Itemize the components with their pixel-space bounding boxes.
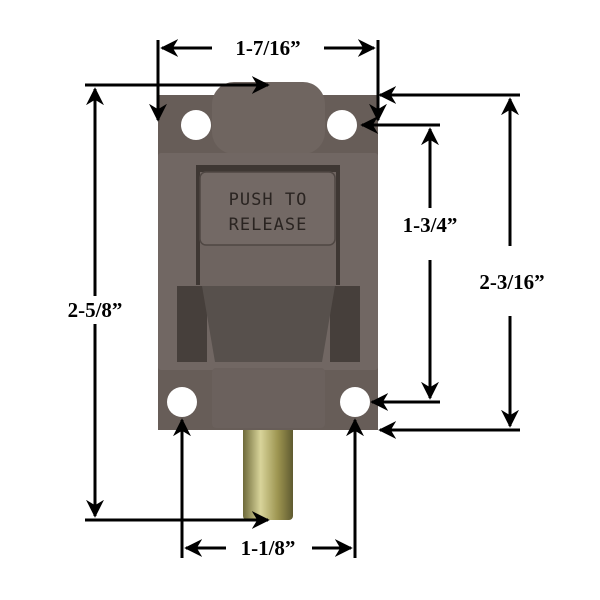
- dimension-lines: [85, 39, 520, 558]
- bottom-tab: [212, 368, 325, 428]
- mount-hole-top-right: [327, 110, 357, 140]
- dim-hole-spacing-horizontal: 1-1/8”: [241, 536, 296, 560]
- release-button[interactable]: [199, 171, 336, 246]
- side-slot-left: [177, 286, 207, 362]
- wedge: [202, 286, 335, 362]
- side-slot-right: [330, 286, 360, 362]
- latch-product: PUSH TO RELEASE: [158, 82, 378, 520]
- top-cylinder: [212, 82, 325, 154]
- dim-overall-width: 1-7/16”: [235, 36, 300, 60]
- mount-hole-bottom-left: [167, 387, 197, 417]
- dim-overall-height: 2-5/8”: [68, 298, 123, 322]
- pin: [243, 425, 293, 520]
- dim-plate-height: 2-3/16”: [479, 270, 544, 294]
- button-text-line1: PUSH TO: [229, 190, 308, 210]
- mount-hole-bottom-right: [340, 387, 370, 417]
- dim-hole-spacing-vertical: 1-3/4”: [403, 213, 458, 237]
- mount-hole-top-left: [181, 110, 211, 140]
- button-text-line2: RELEASE: [229, 215, 308, 235]
